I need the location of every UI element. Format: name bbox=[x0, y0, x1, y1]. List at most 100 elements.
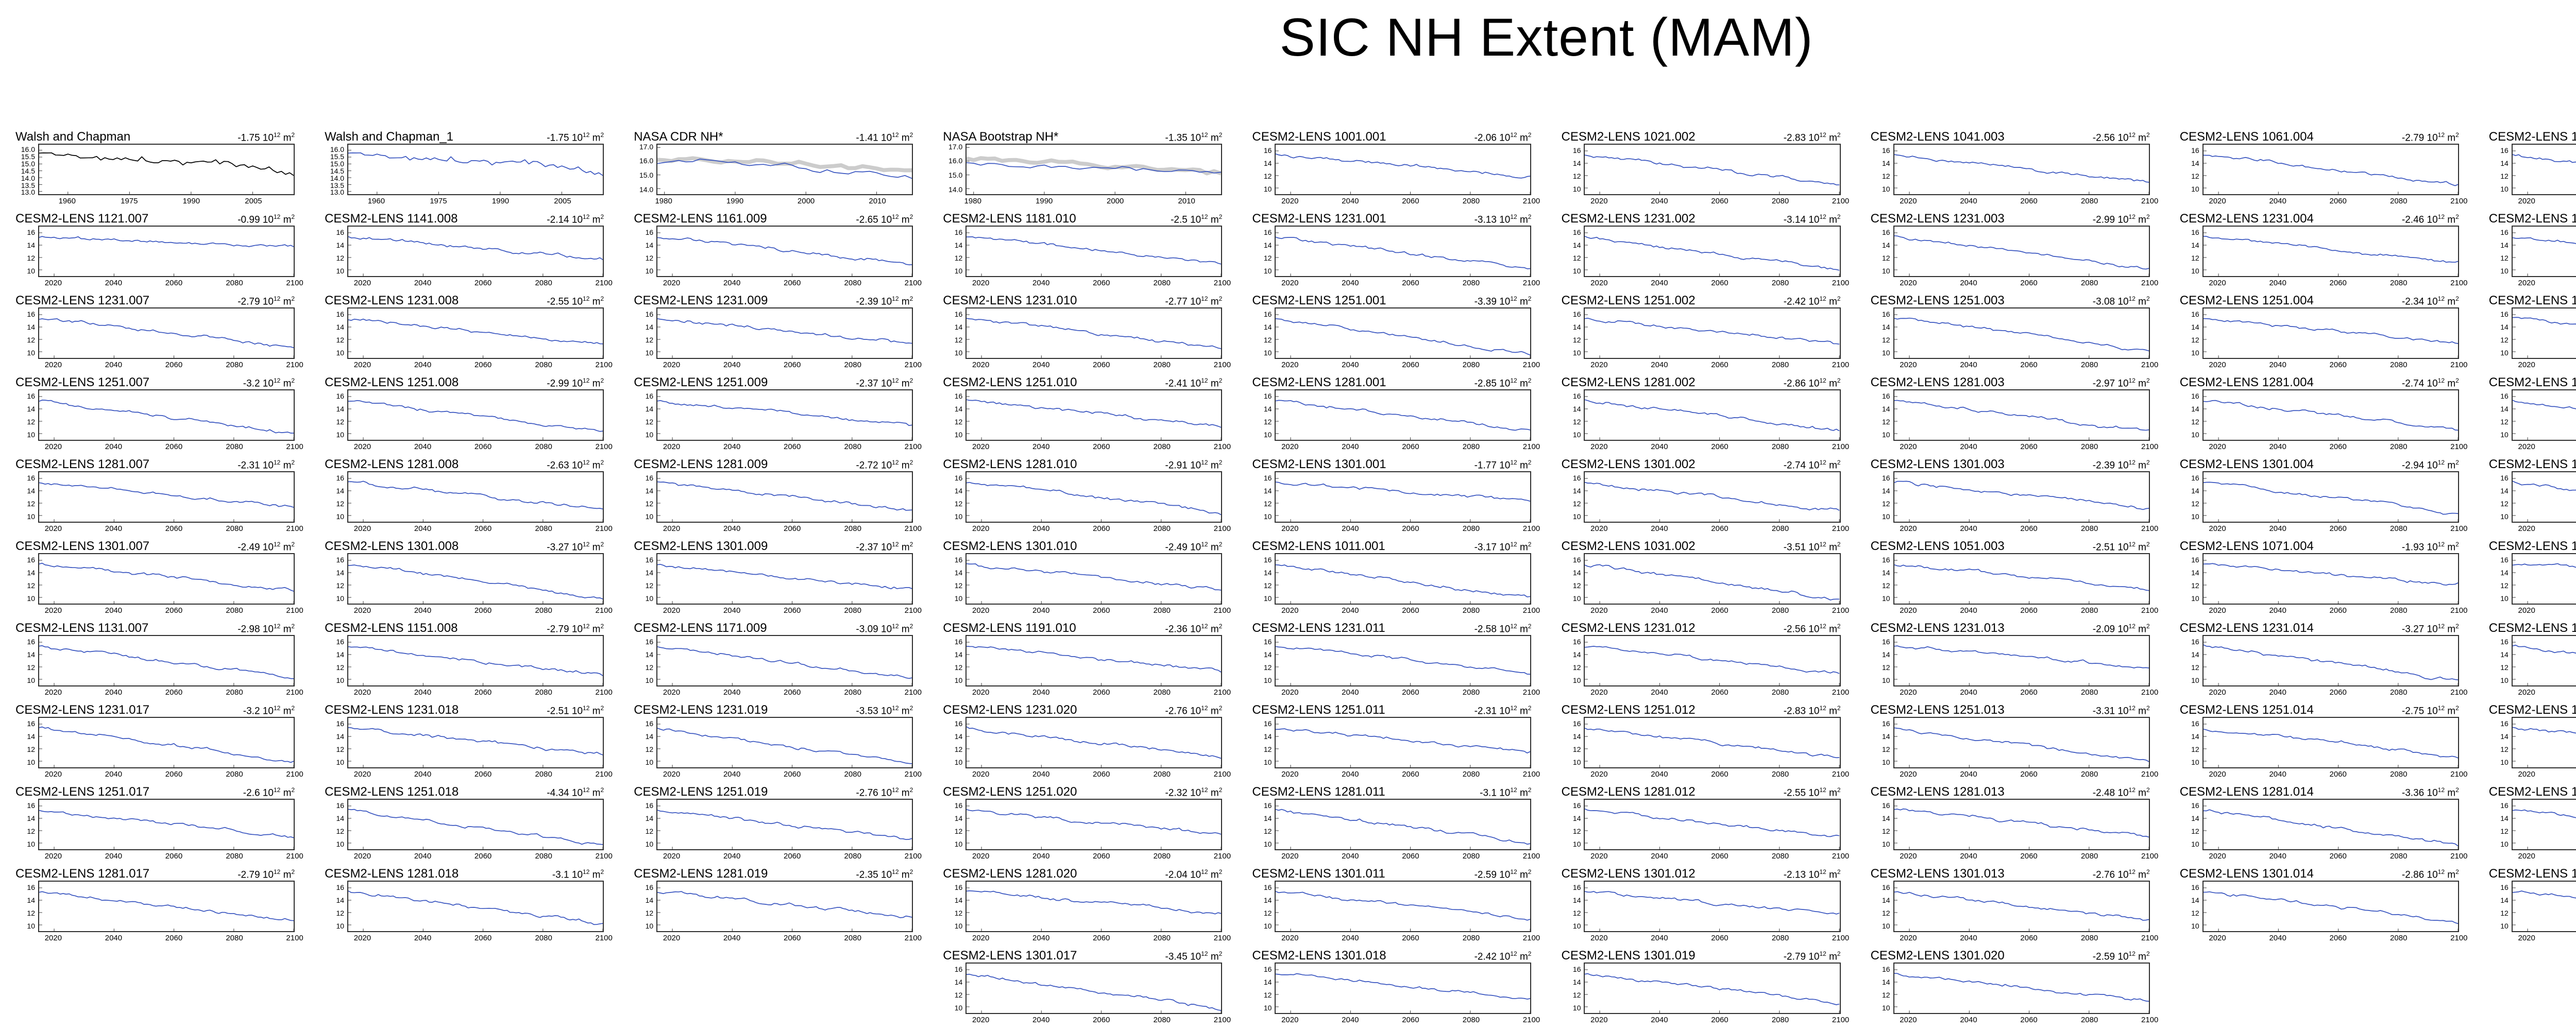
y-axis-label: 14 bbox=[1263, 814, 1272, 822]
panel-title: CESM2-LENS 1061.004 bbox=[2179, 130, 2314, 144]
plot-area bbox=[1893, 307, 2150, 359]
sparkline bbox=[348, 642, 603, 685]
trend-area-exponent: 2 bbox=[2455, 868, 2459, 875]
data-line bbox=[2512, 890, 2576, 899]
panel-title: CESM2-LENS 1281.011 bbox=[1252, 785, 1385, 799]
x-axis-label: 2080 bbox=[2390, 360, 2408, 369]
x-axis-label: 2060 bbox=[783, 279, 801, 287]
data-line bbox=[39, 236, 294, 247]
plot-area bbox=[1893, 226, 2150, 277]
data-line bbox=[2512, 644, 2576, 654]
trend-value: -2.99 bbox=[547, 378, 569, 389]
y-axis-label: 12 bbox=[1263, 663, 1272, 672]
x-axis-label: 2100 bbox=[2141, 852, 2159, 861]
panel-trend: -2.41 1012 m2 bbox=[1165, 376, 1223, 389]
x-axis-label: 2060 bbox=[1402, 279, 1419, 287]
x-axis-label: 2060 bbox=[2329, 606, 2347, 615]
plot-area bbox=[656, 881, 913, 932]
trend-area-exponent: 2 bbox=[1218, 131, 1223, 139]
panel-trend: -2.49 1012 m2 bbox=[1165, 540, 1223, 553]
trend-exponent: 12 bbox=[2128, 950, 2136, 957]
panel-title: CESM2-LENS 1301.015 bbox=[2488, 867, 2576, 881]
panel-header: CESM2-LENS 1281.008-2.63 1012 m2 bbox=[325, 457, 604, 471]
y-axis-label: 14 bbox=[27, 486, 35, 495]
y-axis-label: 10 bbox=[1572, 348, 1581, 357]
x-axis-label: 2020 bbox=[2209, 852, 2226, 861]
panel-header: CESM2-LENS 1091.005-1.3 1012 m2 bbox=[2489, 539, 2576, 553]
data-line bbox=[657, 891, 912, 918]
plot-area bbox=[1584, 635, 1841, 686]
trend-exponent: 12 bbox=[583, 622, 590, 630]
trend-area-exponent: 2 bbox=[2455, 704, 2459, 712]
y-axis-label: 10 bbox=[954, 430, 963, 439]
y-axis-label: 16 bbox=[645, 310, 654, 318]
y-axis-label: 16.0 bbox=[639, 157, 654, 165]
data-line bbox=[348, 890, 603, 925]
y-axis-label: 16 bbox=[1263, 310, 1272, 318]
trend-value: -2.34 bbox=[2401, 296, 2425, 307]
y-axis-label: 14 bbox=[2191, 732, 2199, 741]
x-axis-label: 2080 bbox=[1153, 442, 1171, 451]
x-axis-label: 2100 bbox=[595, 688, 613, 697]
x-axis-label: 2080 bbox=[1153, 606, 1171, 615]
trend-area-exponent: 2 bbox=[2146, 376, 2150, 384]
x-axis-label: 2040 bbox=[1032, 1016, 1050, 1024]
y-axis-label: 15.5 bbox=[21, 152, 35, 161]
data-line bbox=[1894, 317, 2149, 352]
x-axis-label: 2040 bbox=[1032, 688, 1050, 697]
trend-area-exponent: 2 bbox=[600, 376, 604, 384]
x-axis-label: 2040 bbox=[1960, 1016, 1977, 1024]
y-axis-label: 16 bbox=[27, 228, 35, 236]
sparkline bbox=[1894, 724, 2149, 767]
y-axis-label: 16 bbox=[954, 310, 963, 318]
x-axis-label: 2040 bbox=[723, 524, 741, 533]
sparkline bbox=[1276, 887, 1531, 931]
y-axis-label: 10 bbox=[2191, 594, 2199, 603]
x-axis-label: 2080 bbox=[1153, 360, 1171, 369]
y-axis-label: 10 bbox=[645, 676, 654, 684]
panel-header: CESM2-LENS 1281.017-2.79 1012 m2 bbox=[15, 867, 295, 881]
x-axis-label: 2100 bbox=[1522, 606, 1540, 615]
x-axis-label: 2020 bbox=[1900, 442, 1917, 451]
panel-header: CESM2-LENS 1231.003-2.99 1012 m2 bbox=[1871, 212, 2150, 226]
trend-exponent: 12 bbox=[2437, 376, 2445, 384]
x-axis-label: 2060 bbox=[1402, 442, 1419, 451]
x-axis-label: 2020 bbox=[1590, 524, 1608, 533]
sparkline bbox=[1276, 150, 1531, 194]
y-axis-label: 12 bbox=[1263, 335, 1272, 344]
trend-value: -1.75 bbox=[238, 132, 260, 143]
plot-area bbox=[347, 389, 604, 441]
data-line bbox=[1276, 973, 1531, 1000]
y-axis-label: 14 bbox=[2500, 240, 2509, 249]
plot-area bbox=[347, 226, 604, 277]
x-axis-label: 2020 bbox=[1590, 770, 1608, 779]
sparkline bbox=[1894, 560, 2149, 604]
sparkline bbox=[967, 478, 1222, 522]
trend-exponent: 12 bbox=[583, 213, 590, 220]
x-axis-label: 2040 bbox=[414, 279, 432, 287]
panel-header: CESM2-LENS 1301.002-2.74 1012 m2 bbox=[1561, 457, 1840, 471]
panel-header: CESM2-LENS 1231.015-2.93 1012 m2 bbox=[2489, 621, 2576, 635]
trend-area-exponent: 2 bbox=[291, 540, 295, 548]
y-axis-label: 10 bbox=[954, 266, 963, 275]
y-axis-label: 16 bbox=[2500, 801, 2509, 810]
panel-title: CESM2-LENS 1251.004 bbox=[2179, 294, 2314, 307]
trend-value: -2.56 bbox=[2092, 132, 2115, 143]
y-axis-label: 10 bbox=[1572, 594, 1581, 603]
y-axis-label: 14 bbox=[1572, 240, 1581, 249]
y-axis-label: 16 bbox=[645, 637, 654, 646]
plot-area bbox=[2511, 144, 2576, 195]
